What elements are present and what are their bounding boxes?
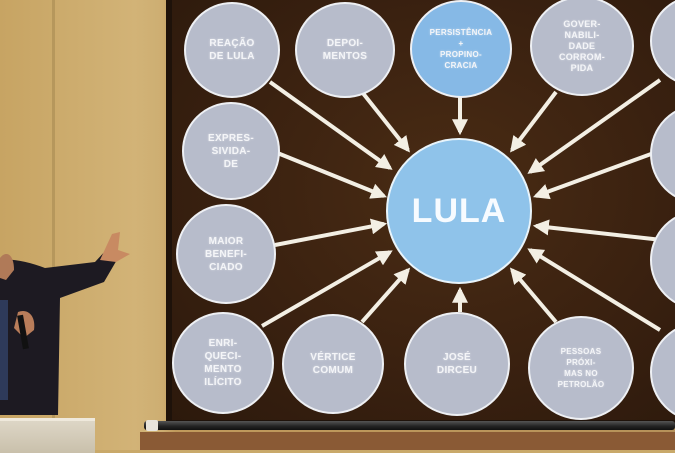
diagram-node-governabilidade-corrompida: GOVER- NABILI- DADE CORROM- PIDA <box>530 0 634 96</box>
screen-roller-cap <box>146 420 158 431</box>
presenter-figure <box>0 232 130 415</box>
diagram-center-node: LULA <box>386 138 532 284</box>
screen-roller-bar <box>144 421 675 430</box>
diagram-node-propinocracia: PERSISTÊNCIA + PROPINO- CRACIA <box>410 0 512 98</box>
diagram-node-depoimentos: DEPOI- MENTOS <box>295 2 395 98</box>
diagram-node-vertice-comum: VÉRTICE COMUM <box>282 314 384 414</box>
wall-panel-groove <box>52 0 55 450</box>
diagram-node-jose-dirceu: JOSÉ DIRCEU <box>404 312 510 416</box>
wall-base <box>140 432 675 450</box>
diagram-node-expressividade: EXPRES- SIVIDA- DE <box>182 102 280 200</box>
diagram-node-maior-beneficiado: MAIOR BENEFI- CIADO <box>176 204 276 304</box>
diagram-node-enriquecimento-ilicito: ENRI- QUECI- MENTO ILÍCITO <box>172 312 274 414</box>
diagram-node-pessoas-proximas: PESSOAS PRÓXI- MAS NO PETROLÃO <box>528 316 634 420</box>
diagram-node-reacao-de-lula: REAÇÃO DE LULA <box>184 2 280 98</box>
podium <box>0 418 95 453</box>
